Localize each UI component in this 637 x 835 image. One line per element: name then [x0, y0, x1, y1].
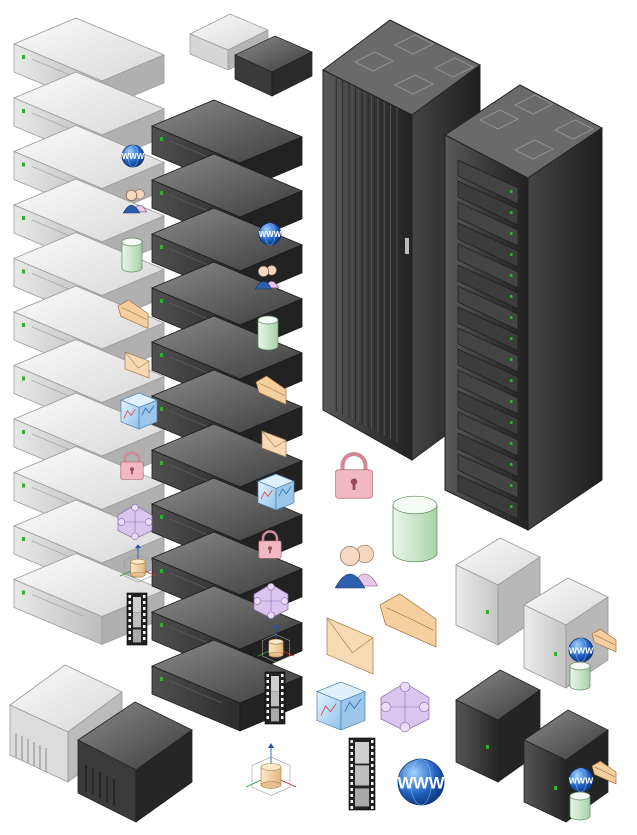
rack-unit-slot	[457, 453, 519, 499]
status-led	[22, 216, 25, 220]
web-server-globe-icon: WWW	[568, 637, 594, 663]
globe-label: WWW	[259, 230, 282, 239]
status-led	[160, 515, 163, 519]
globe-label: WWW	[398, 773, 445, 792]
status-led	[22, 323, 25, 327]
database-icon	[392, 495, 438, 563]
mail-icon	[261, 430, 287, 458]
globe-label: WWW	[569, 645, 594, 655]
rack-unit-slot	[457, 432, 519, 478]
lock-icon	[258, 530, 282, 559]
status-led	[160, 407, 163, 411]
folder-icon	[591, 628, 617, 653]
status-led	[22, 430, 25, 434]
status-led	[160, 677, 163, 681]
status-led	[22, 537, 25, 541]
3d-cylinder-icon	[119, 544, 157, 583]
globe-label: WWW	[122, 152, 145, 161]
folder-icon	[117, 299, 149, 330]
tower-server-dark-large	[77, 701, 193, 823]
status-led	[160, 353, 163, 357]
tower-server-light	[455, 537, 541, 646]
3d-cylinder-icon	[257, 624, 295, 663]
rack-unit-slot	[457, 348, 519, 394]
status-led	[22, 590, 25, 595]
rack-unit-slot	[457, 180, 519, 226]
status-led	[22, 269, 25, 274]
rack-unit-slot	[457, 369, 519, 415]
status-led	[22, 483, 25, 488]
mail-icon	[124, 351, 150, 379]
web-server-globe-icon: WWW	[398, 758, 445, 806]
status-led	[22, 376, 25, 381]
status-led	[22, 162, 25, 167]
status-led	[160, 299, 163, 303]
film-strip-icon	[126, 592, 148, 646]
database-icon	[257, 315, 279, 351]
rack-unit-slot	[457, 327, 519, 373]
rack-unit-slot	[457, 159, 519, 205]
puzzle-icon	[117, 504, 153, 540]
rack-unit-slot	[457, 222, 519, 268]
rack-cabinet-open	[444, 84, 603, 531]
status-led	[160, 623, 163, 627]
globe-label: WWW	[569, 775, 594, 785]
puzzle-icon	[380, 681, 430, 733]
status-led	[160, 245, 163, 249]
web-server-globe-icon: WWW	[258, 222, 282, 246]
rack-unit-slot	[457, 390, 519, 436]
users-icon	[334, 544, 379, 589]
rack-unit-slot	[457, 264, 519, 310]
status-led	[160, 191, 163, 195]
rack-installed-units	[457, 159, 519, 520]
folder-icon	[591, 760, 617, 785]
chart-cube-icon	[120, 392, 158, 430]
web-server-globe-icon: WWW	[121, 144, 145, 168]
chart-cube-icon	[316, 681, 366, 731]
lock-icon	[120, 451, 144, 480]
database-icon	[569, 661, 591, 691]
chart-cube-icon	[257, 473, 295, 511]
3d-cylinder-icon	[245, 743, 297, 796]
web-server-globe-icon: WWW	[568, 767, 594, 793]
rack-unit-slot	[457, 285, 519, 331]
database-icon	[121, 237, 143, 273]
database-icon	[569, 791, 591, 821]
rack-unit-slot	[457, 201, 519, 247]
folder-icon	[255, 375, 287, 406]
folder-icon	[379, 593, 437, 648]
film-strip-icon	[264, 671, 286, 725]
status-led	[22, 109, 25, 113]
rack-door-handle	[405, 238, 409, 254]
status-led	[22, 55, 25, 59]
mail-icon	[326, 617, 374, 675]
users-icon	[122, 189, 148, 214]
rack-unit-slot	[457, 243, 519, 289]
film-strip-icon	[348, 737, 376, 811]
lock-icon	[335, 452, 373, 499]
rack-unit-slot	[457, 306, 519, 352]
rack-top-vents	[479, 94, 594, 160]
light-server-column	[12, 17, 166, 646]
small-dark-box	[234, 35, 313, 97]
icons-layer: WWW WWW WWW WWW WWW	[117, 144, 617, 821]
status-led	[160, 569, 163, 573]
puzzle-icon	[253, 583, 289, 619]
rack-top-vents	[354, 34, 474, 95]
status-led	[160, 137, 163, 141]
status-led	[160, 461, 163, 465]
rack-door-grille	[332, 76, 401, 444]
rack-unit-slot	[457, 474, 519, 520]
users-icon	[254, 265, 280, 290]
light-server-unit	[12, 553, 166, 646]
rack-unit-slot	[457, 411, 519, 457]
